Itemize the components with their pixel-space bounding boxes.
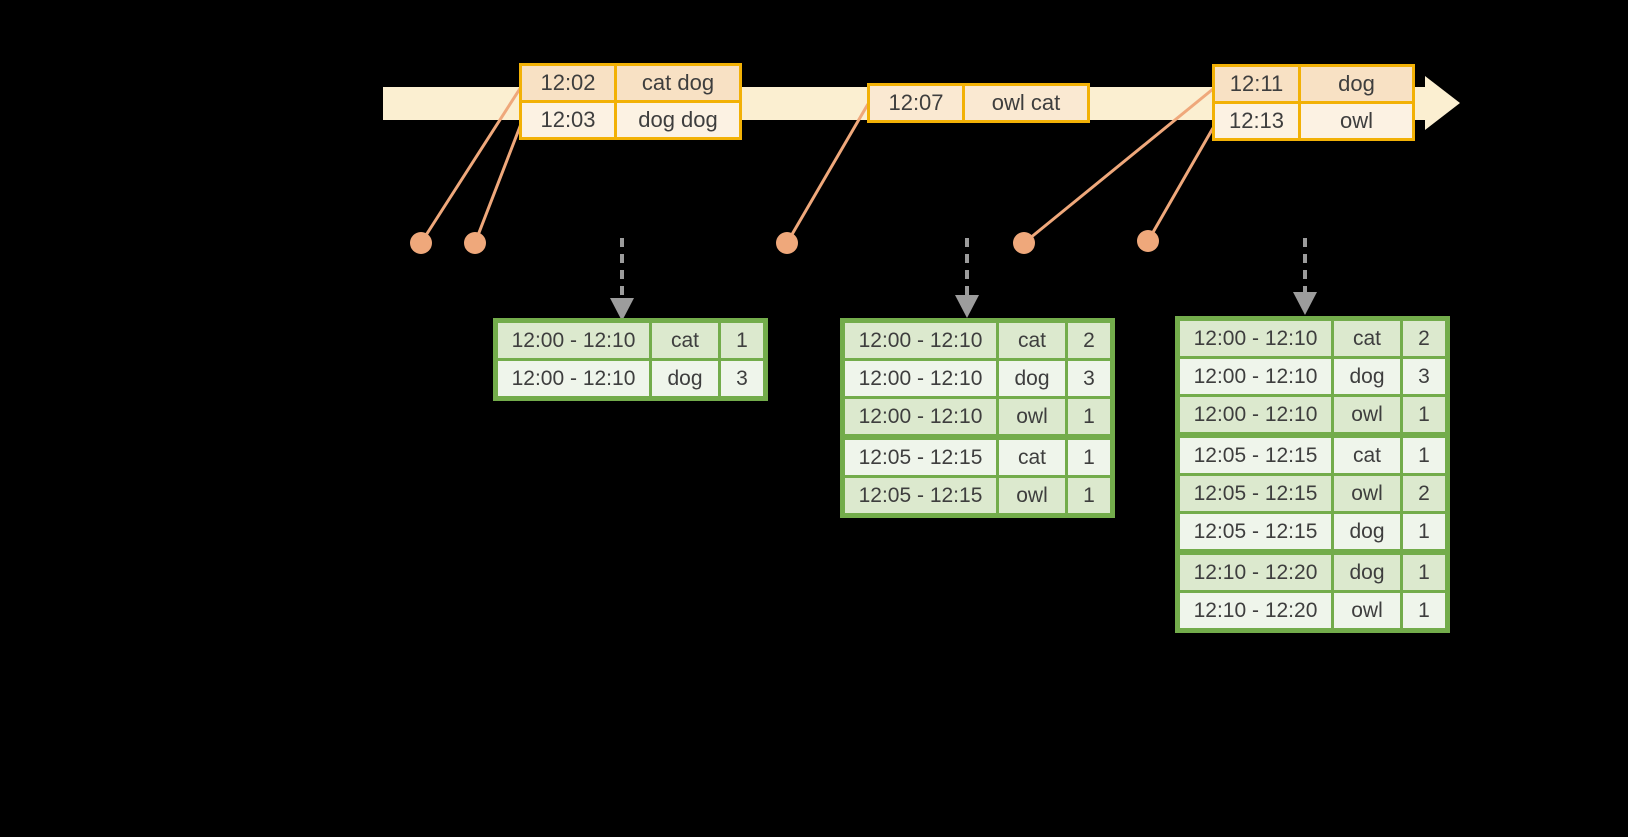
words-cell: owl cat xyxy=(962,83,1090,123)
event-dot xyxy=(464,232,486,254)
window-cell: 12:05 - 12:15 xyxy=(841,475,999,517)
window-cell: 12:00 - 12:10 xyxy=(494,358,652,400)
count-cell: 1 xyxy=(1400,590,1449,632)
count-cell: 1 xyxy=(1065,434,1114,478)
window-cell: 12:05 - 12:15 xyxy=(1176,432,1334,476)
trigger-arrowhead-icon xyxy=(1293,292,1317,315)
time-cell: 12:07 xyxy=(867,83,965,123)
words-cell: dog dog xyxy=(614,100,742,140)
word-cell: cat xyxy=(1331,432,1403,476)
event-timeline-arrowhead-icon xyxy=(1425,76,1460,130)
window-cell: 12:00 - 12:10 xyxy=(1176,317,1334,359)
words-cell: dog xyxy=(1298,64,1415,104)
word-cell: dog xyxy=(1331,549,1403,593)
event-dot xyxy=(776,232,798,254)
word-cell: owl xyxy=(1331,394,1403,437)
word-cell: dog xyxy=(996,358,1068,399)
count-cell: 1 xyxy=(1400,511,1449,554)
count-cell: 1 xyxy=(1400,432,1449,476)
window-cell: 12:00 - 12:10 xyxy=(1176,356,1334,397)
word-cell: owl xyxy=(996,475,1068,517)
event-connector-line xyxy=(1146,127,1215,242)
count-cell: 1 xyxy=(1400,549,1449,593)
window-cell: 12:05 - 12:15 xyxy=(1176,511,1334,554)
count-cell: 2 xyxy=(1400,317,1449,359)
time-cell: 12:11 xyxy=(1212,64,1301,104)
window-cell: 12:00 - 12:10 xyxy=(841,319,999,361)
event-connector-line xyxy=(473,123,523,244)
word-cell: cat xyxy=(996,319,1068,361)
words-cell: cat dog xyxy=(614,63,742,103)
window-cell: 12:05 - 12:15 xyxy=(841,434,999,478)
window-cell: 12:10 - 12:20 xyxy=(1176,549,1334,593)
count-cell: 2 xyxy=(1065,319,1114,361)
event-connector-line xyxy=(785,103,870,244)
event-dot xyxy=(410,232,432,254)
count-cell: 1 xyxy=(718,319,767,361)
event-dot xyxy=(1137,230,1159,252)
count-cell: 1 xyxy=(1065,475,1114,517)
count-cell: 1 xyxy=(1065,396,1114,439)
window-cell: 12:00 - 12:10 xyxy=(841,358,999,399)
time-cell: 12:02 xyxy=(519,63,617,103)
count-cell: 2 xyxy=(1400,473,1449,514)
time-cell: 12:13 xyxy=(1212,101,1301,141)
word-cell: owl xyxy=(1331,590,1403,632)
window-cell: 12:05 - 12:15 xyxy=(1176,473,1334,514)
count-cell: 1 xyxy=(1400,394,1449,437)
word-cell: owl xyxy=(996,396,1068,439)
window-cell: 12:00 - 12:10 xyxy=(494,319,652,361)
trigger-arrowhead-icon xyxy=(955,295,979,318)
count-cell: 3 xyxy=(1065,358,1114,399)
event-dot xyxy=(1013,232,1035,254)
count-cell: 3 xyxy=(718,358,767,400)
word-cell: cat xyxy=(649,319,721,361)
window-cell: 12:10 - 12:20 xyxy=(1176,590,1334,632)
word-cell: dog xyxy=(649,358,721,400)
word-cell: dog xyxy=(1331,356,1403,397)
time-cell: 12:03 xyxy=(519,100,617,140)
window-cell: 12:00 - 12:10 xyxy=(841,396,999,439)
word-cell: owl xyxy=(1331,473,1403,514)
word-cell: cat xyxy=(1331,317,1403,359)
count-cell: 3 xyxy=(1400,356,1449,397)
word-cell: dog xyxy=(1331,511,1403,554)
words-cell: owl xyxy=(1298,101,1415,141)
word-cell: cat xyxy=(996,434,1068,478)
window-cell: 12:00 - 12:10 xyxy=(1176,394,1334,437)
